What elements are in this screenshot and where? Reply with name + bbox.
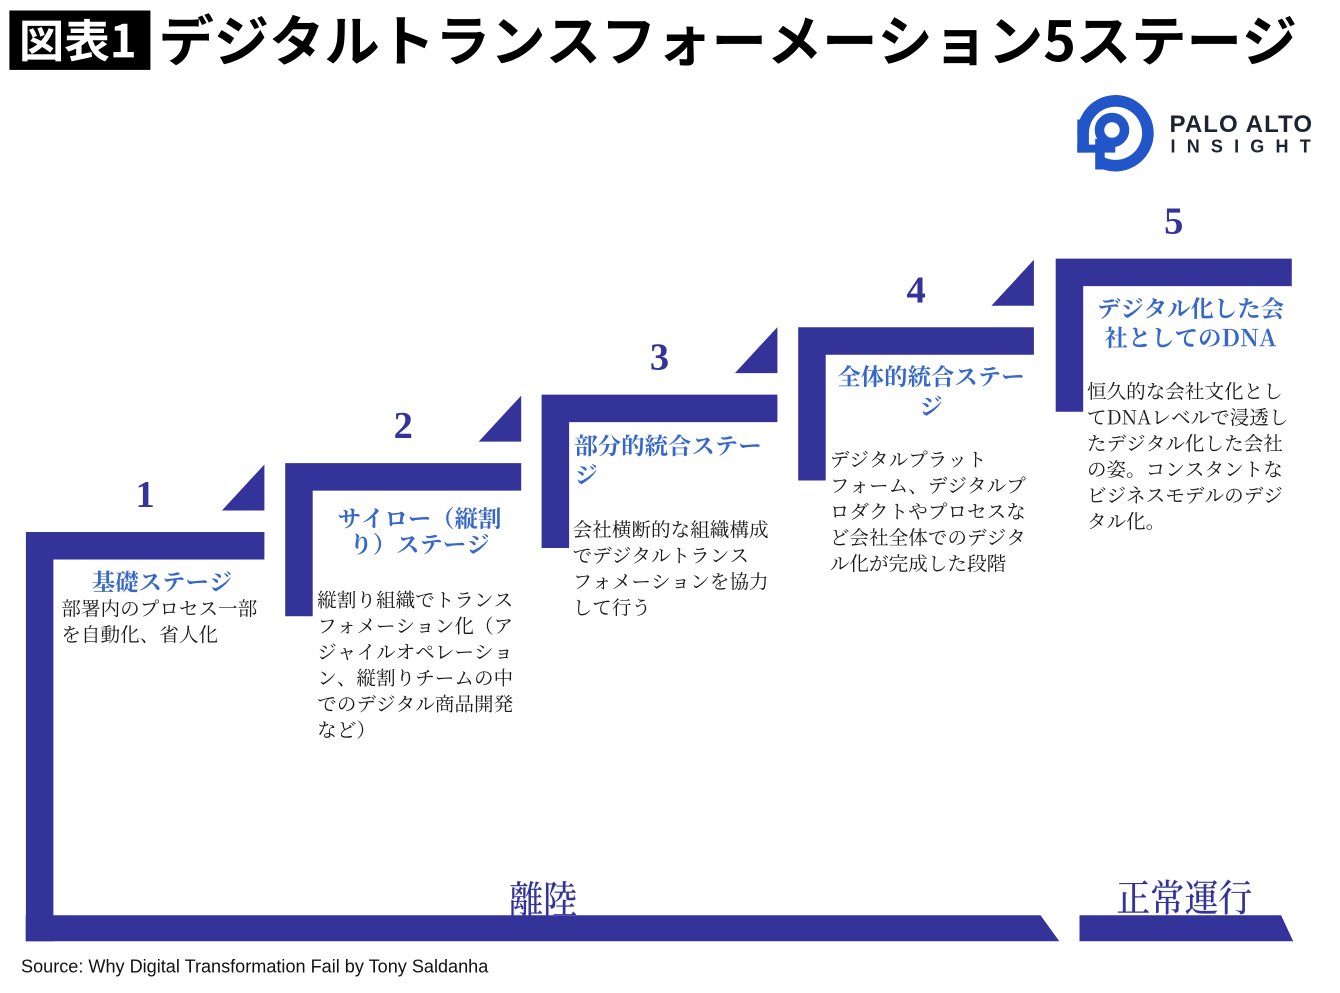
svg-text:2: 2 <box>394 405 413 447</box>
svg-text:3: 3 <box>650 337 669 379</box>
svg-text:5: 5 <box>1164 201 1183 243</box>
svg-text:1: 1 <box>135 474 154 516</box>
svg-text:INSIGHT: INSIGHT <box>1171 136 1322 156</box>
svg-text:PALO ALTO: PALO ALTO <box>1170 111 1314 138</box>
svg-text:4: 4 <box>906 269 925 311</box>
svg-text:Source: Why Digital Transforma: Source: Why Digital Transformation Fail … <box>21 957 489 977</box>
